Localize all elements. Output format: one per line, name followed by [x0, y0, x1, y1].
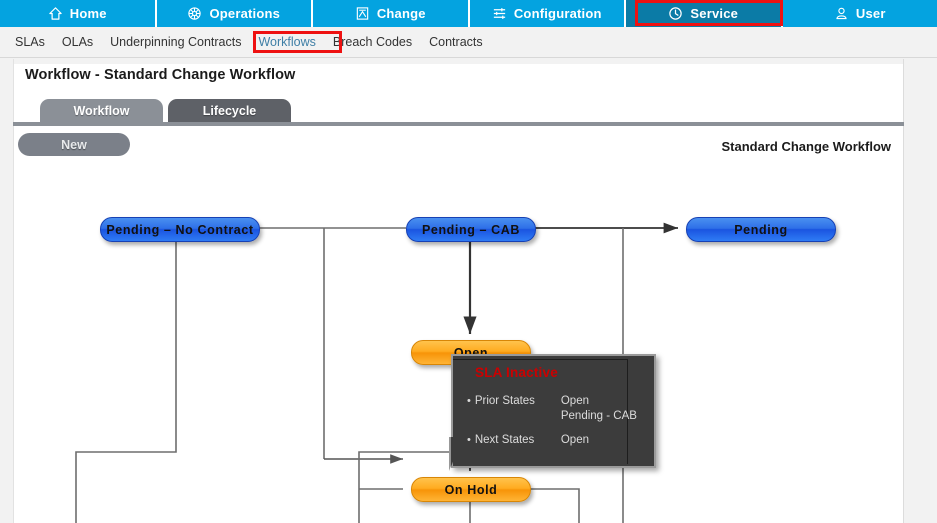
nav-tab-user[interactable]: User: [782, 0, 937, 27]
chart-box-icon: [355, 6, 370, 21]
tooltip-inner-frame: [453, 359, 628, 464]
workflow-tab-strip: Workflow Lifecycle: [13, 99, 904, 123]
nav-tab-label: Service: [690, 6, 739, 21]
new-button[interactable]: New: [18, 133, 130, 156]
nav-tab-label: Configuration: [513, 6, 602, 21]
tooltip-tail: [451, 437, 462, 467]
bullet-icon: •: [467, 434, 471, 446]
tooltip-row-prior-states: • Prior States Open Pending - CAB: [467, 395, 637, 422]
sla-tooltip: SLA Inactive • Prior States Open Pending…: [451, 354, 656, 468]
tooltip-row-value: Open: [560, 434, 589, 446]
tab-lifecycle[interactable]: Lifecycle: [168, 99, 291, 123]
nav-tab-service[interactable]: Service: [626, 0, 783, 27]
sliders-icon: [492, 6, 507, 21]
workflow-name-heading: Standard Change Workflow: [721, 139, 892, 154]
nav-tab-operations[interactable]: Operations: [156, 0, 313, 27]
nav-tab-change[interactable]: Change: [313, 0, 470, 27]
tooltip-row-next-states: • Next States Open: [467, 434, 589, 447]
nav-tab-configuration[interactable]: Configuration: [469, 0, 626, 27]
tab-underline: [13, 122, 904, 126]
tooltip-row-value: Open: [560, 395, 589, 407]
subnav-item-slas[interactable]: SLAs: [15, 35, 45, 49]
subnav-item-workflows[interactable]: Workflows: [258, 35, 316, 49]
nav-tab-label: Change: [376, 6, 426, 21]
workflow-diagram[interactable]: Pending – No Contract Pending – CAB Pend…: [14, 162, 903, 523]
subnav-item-contracts[interactable]: Contracts: [429, 35, 483, 49]
nav-tab-home[interactable]: Home: [0, 0, 157, 27]
nav-tab-label: Operations: [209, 6, 281, 21]
workflow-node-on-hold[interactable]: On Hold: [411, 477, 531, 502]
workflow-node-pending[interactable]: Pending: [686, 217, 836, 242]
subnav-item-olas[interactable]: OLAs: [61, 35, 94, 49]
home-icon: [48, 6, 63, 21]
workflow-node-pending-no-contract[interactable]: Pending – No Contract: [100, 217, 260, 242]
bullet-icon: •: [467, 395, 471, 407]
person-icon: [834, 6, 849, 21]
page-title: Workflow - Standard Change Workflow: [25, 67, 296, 83]
subnav-item-underpinning-contracts[interactable]: Underpinning Contracts: [110, 35, 242, 49]
primary-navigation-bar: Home Operations Change: [0, 0, 937, 27]
nav-tab-label: Home: [69, 6, 107, 21]
compass-icon: [187, 6, 202, 21]
tooltip-row-label: Next States: [474, 434, 535, 446]
clock-icon: [668, 6, 683, 21]
secondary-navigation-bar: SLAs OLAs Underpinning Contracts Workflo…: [0, 27, 937, 58]
tooltip-row-value: Pending - CAB: [560, 410, 637, 422]
nav-tab-label: User: [855, 6, 886, 21]
panel-top-strip: [14, 59, 903, 64]
tab-workflow[interactable]: Workflow: [40, 99, 163, 123]
tooltip-title: SLA Inactive: [475, 365, 558, 380]
tooltip-row-label: Prior States: [474, 395, 535, 407]
subnav-item-breach-codes[interactable]: Breach Codes: [332, 35, 413, 49]
workflow-node-pending-cab[interactable]: Pending – CAB: [406, 217, 536, 242]
